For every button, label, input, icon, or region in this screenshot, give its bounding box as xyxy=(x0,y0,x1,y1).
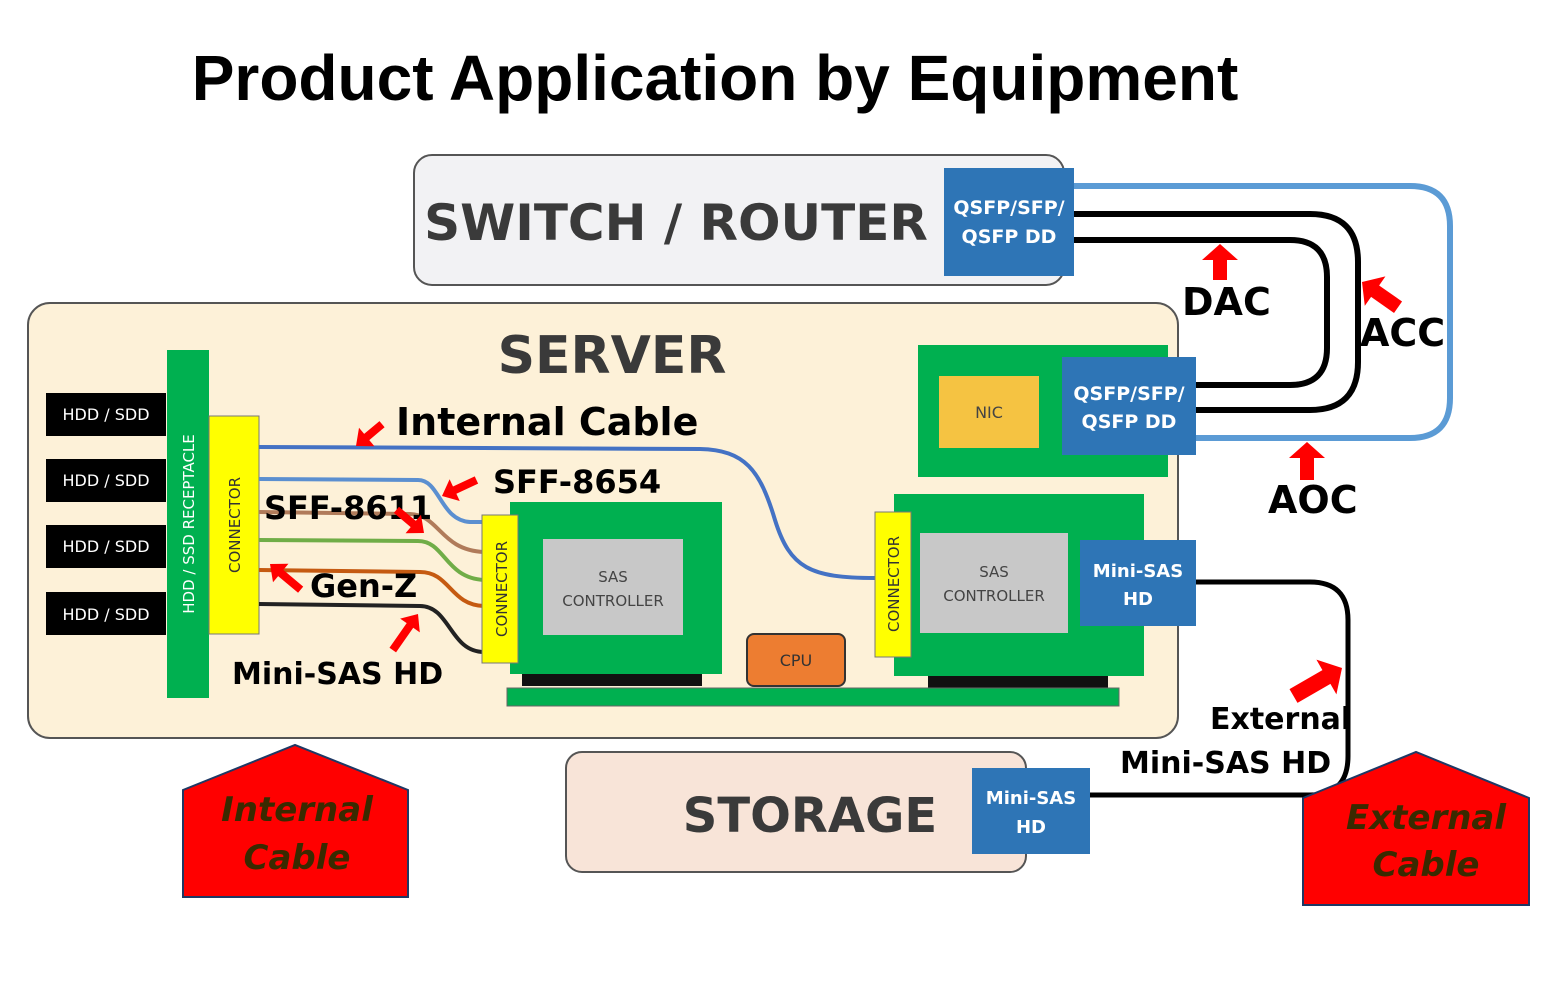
external-label-line1: External xyxy=(1210,702,1351,737)
drive-label: HDD / SDD xyxy=(62,605,149,624)
sff-8654-cable xyxy=(258,477,484,524)
storage-port xyxy=(972,768,1090,854)
arrow-icon xyxy=(389,614,420,653)
arrow-icon xyxy=(356,421,385,447)
nic-port-line1: QSFP/SFP/ xyxy=(1073,383,1184,405)
nic-label: NIC xyxy=(975,403,1003,422)
mini-sas-hd-cable xyxy=(258,602,485,654)
card1-connector-label: CONNECTOR xyxy=(493,541,511,637)
server-minisas-port-line1: Mini-SAS xyxy=(1093,561,1183,582)
internal-badge-line1: Internal xyxy=(221,790,374,830)
page-title: Product Application by Equipment xyxy=(192,42,1239,114)
internal-cable-label: Internal Cable xyxy=(396,400,698,444)
internal-cable-badge: Internal Cable xyxy=(182,743,409,898)
drive-stack: HDD / SDD HDD / SDD HDD / SDD HDD / SDD xyxy=(46,393,166,635)
internal-cables xyxy=(258,445,876,654)
sas-controller-1-line2: CONTROLLER xyxy=(562,592,664,610)
storage-box: STORAGE Mini-SAS HD xyxy=(565,751,1090,873)
sas-controller-2-line2: CONTROLLER xyxy=(943,587,1045,605)
switch-router-label: SWITCH / ROUTER xyxy=(424,194,928,252)
switch-port xyxy=(944,168,1074,276)
sas-card-1: CONNECTOR SAS CONTROLLER xyxy=(481,502,722,686)
arrow-icon xyxy=(393,506,424,534)
aoc-cable xyxy=(1074,183,1453,441)
arrow-icon xyxy=(270,563,304,593)
aoc-label: AOC xyxy=(1268,478,1358,522)
sff-8611-cable-a xyxy=(258,510,485,554)
left-connector xyxy=(208,415,260,635)
nic-port xyxy=(1062,357,1196,455)
motherboard xyxy=(506,687,1120,707)
mini-sas-hd-label: Mini-SAS HD xyxy=(232,657,443,692)
cable-labels: Internal Cable SFF-8654 SFF-8611 Gen-Z M… xyxy=(232,280,1445,781)
sas-controller-2-line1: SAS xyxy=(979,563,1009,581)
server-label: SERVER xyxy=(498,326,727,386)
drive-label: HDD / SDD xyxy=(62,537,149,556)
receptacle-label: HDD / SSD RECEPTACLE xyxy=(180,434,198,614)
drive-label: HDD / SDD xyxy=(62,405,149,424)
cpu-label: CPU xyxy=(780,651,813,670)
nic-port-line2: QSFP DD xyxy=(1082,411,1177,433)
sff-8654-label: SFF-8654 xyxy=(493,463,661,501)
storage-port-line2: HD xyxy=(1016,817,1046,838)
cpu xyxy=(746,633,846,687)
storage-label: STORAGE xyxy=(683,788,937,844)
gen-z-label: Gen-Z xyxy=(310,567,417,605)
switch-router-box: SWITCH / ROUTER QSFP/SFP/ QSFP DD xyxy=(413,154,1074,286)
drive-label: HDD / SDD xyxy=(62,471,149,490)
server-minisas-port-line2: HD xyxy=(1123,589,1153,610)
sff-8611-cable-b xyxy=(258,538,485,582)
pointer-arrows xyxy=(270,244,1403,703)
left-connector-label: CONNECTOR xyxy=(226,477,244,573)
gen-z-cable xyxy=(258,568,485,608)
arrow-icon xyxy=(1202,244,1238,280)
sas-controller-1-line1: SAS xyxy=(598,568,628,586)
external-label-line2: Mini-SAS HD xyxy=(1120,746,1331,781)
sas-card-2: CONNECTOR SAS CONTROLLER Mini-SAS HD xyxy=(874,494,1196,688)
internal-cable-long xyxy=(258,445,876,580)
arrow-icon xyxy=(1362,276,1403,313)
external-badge-line1: External xyxy=(1346,798,1507,838)
external-badge-line2: Cable xyxy=(1373,845,1480,885)
arrow-icon xyxy=(1289,442,1325,480)
nic-board: NIC QSFP/SFP/ QSFP DD xyxy=(918,345,1196,477)
switch-port-line1: QSFP/SFP/ xyxy=(953,197,1064,219)
arrow-icon xyxy=(442,476,479,501)
dac-cable xyxy=(1074,237,1330,388)
internal-badge-line2: Cable xyxy=(244,838,351,878)
card2-connector-label: CONNECTOR xyxy=(885,536,903,632)
dac-label: DAC xyxy=(1182,280,1271,324)
external-cable-badge: External Cable xyxy=(1302,750,1530,906)
external-switch-cables xyxy=(1074,183,1453,798)
switch-port-line2: QSFP DD xyxy=(962,226,1057,248)
acc-label: ACC xyxy=(1360,311,1445,355)
hdd-receptacle xyxy=(167,350,209,698)
storage-port-line1: Mini-SAS xyxy=(986,788,1076,809)
acc-cable xyxy=(1074,211,1361,413)
arrow-icon xyxy=(1289,659,1342,703)
server-minisas-port xyxy=(1080,540,1196,626)
